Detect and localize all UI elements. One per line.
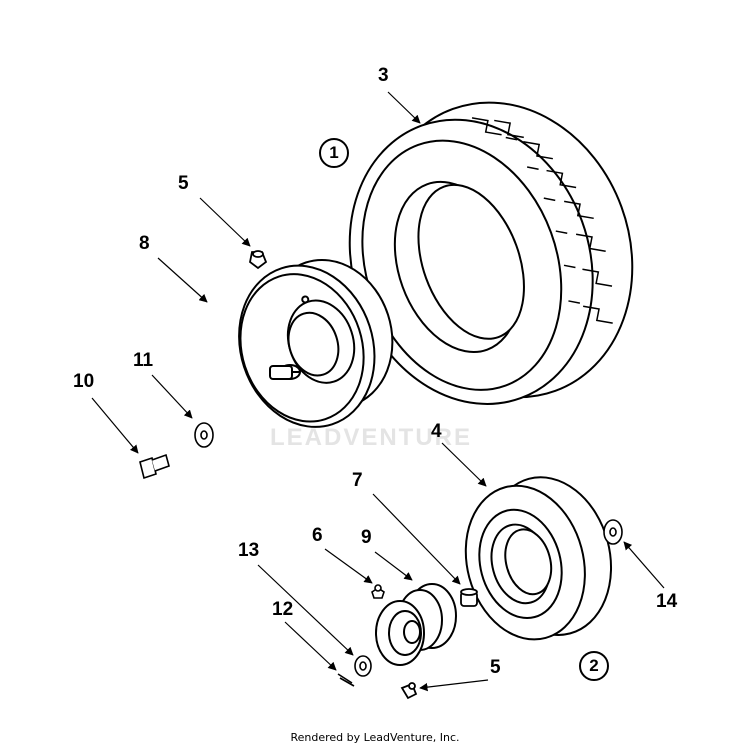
footer-credit: Rendered by LeadVenture, Inc. [290,731,460,744]
circled-label-2: 2 [579,651,609,681]
circled-label-1: 1 [319,138,349,168]
callout-5-upper: 5 [178,173,189,194]
leader-8 [157,257,208,303]
grease-fitting [371,584,385,599]
leader-10 [91,397,139,454]
callout-7: 7 [352,470,363,491]
large-tire [348,101,634,405]
washer-14 [603,519,623,545]
leader-7 [372,493,461,585]
callout-14: 14 [656,591,678,612]
leader-lines [91,91,665,692]
callout-11: 11 [133,350,154,371]
callout-4: 4 [431,421,442,442]
large-rim [238,258,394,428]
leader-12 [284,621,337,671]
callout-6: 6 [312,525,323,546]
callout-9: 9 [361,527,372,548]
leader-11 [151,374,193,419]
leader-9 [374,551,413,581]
leader-6 [324,548,373,584]
leader-5-upper [199,197,251,247]
leader-4 [441,442,487,487]
callout-3: 3 [378,65,389,86]
leader-3 [387,91,421,124]
bolt-10 [139,453,170,480]
leader-14 [623,541,665,589]
leader-13 [257,564,354,656]
callout-5-lower: 5 [490,657,501,678]
watermark: LEADVENTURE [270,424,473,451]
bearing [460,588,478,607]
washer-11 [194,422,214,448]
cotter-pin-12 [337,673,355,687]
circled-label-2-text: 2 [589,656,599,675]
valve-stem-lower [400,682,418,700]
leader-5-lower [419,679,489,692]
small-tire [464,476,613,641]
callout-12: 12 [272,599,294,620]
callout-8: 8 [139,233,150,254]
valve-stem-upper [249,250,268,270]
washer-13 [354,655,372,677]
small-rim [375,583,457,666]
callout-13: 13 [238,540,260,561]
callout-10: 10 [73,371,95,392]
circled-label-1-text: 1 [329,143,339,162]
